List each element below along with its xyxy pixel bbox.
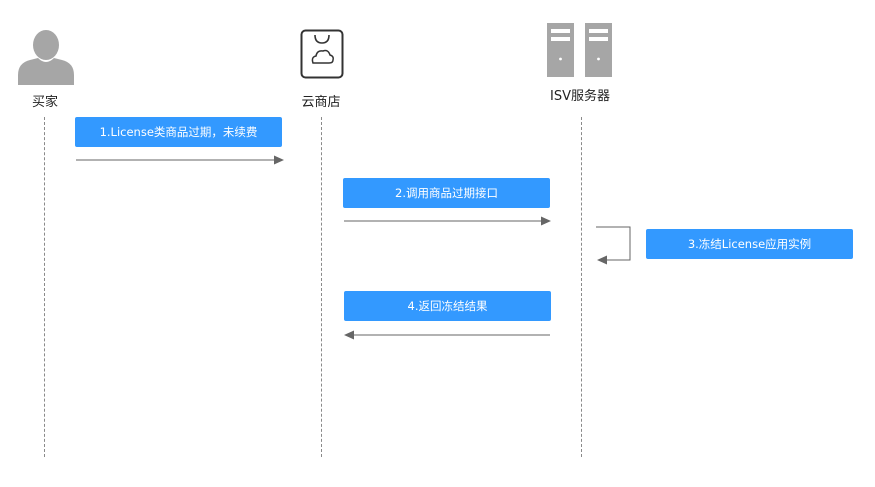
step-3-self-arrow: [596, 226, 631, 265]
step-2-arrow: [344, 216, 551, 226]
step-1-box: 1.License类商品过期，未续费: [75, 117, 282, 147]
buyer-lifeline: [44, 117, 45, 457]
server-icon: [547, 23, 612, 77]
step-4-arrow: [344, 330, 550, 340]
cloud-store-label: 云商店: [301, 95, 341, 110]
user-icon: [18, 30, 74, 85]
buyer-label: 买家: [31, 95, 58, 110]
step-3-box: 3.冻结License应用实例: [646, 229, 853, 259]
isv-server-label: ISV服务器: [550, 89, 610, 104]
cloud-store-lifeline: [321, 117, 322, 457]
step-4-box: 4.返回冻结结果: [344, 291, 551, 321]
shopping-bag-icon: [300, 29, 344, 79]
isv-server-lifeline: [581, 117, 582, 457]
step-1-arrow: [76, 155, 284, 165]
step-2-box: 2.调用商品过期接口: [343, 178, 550, 208]
